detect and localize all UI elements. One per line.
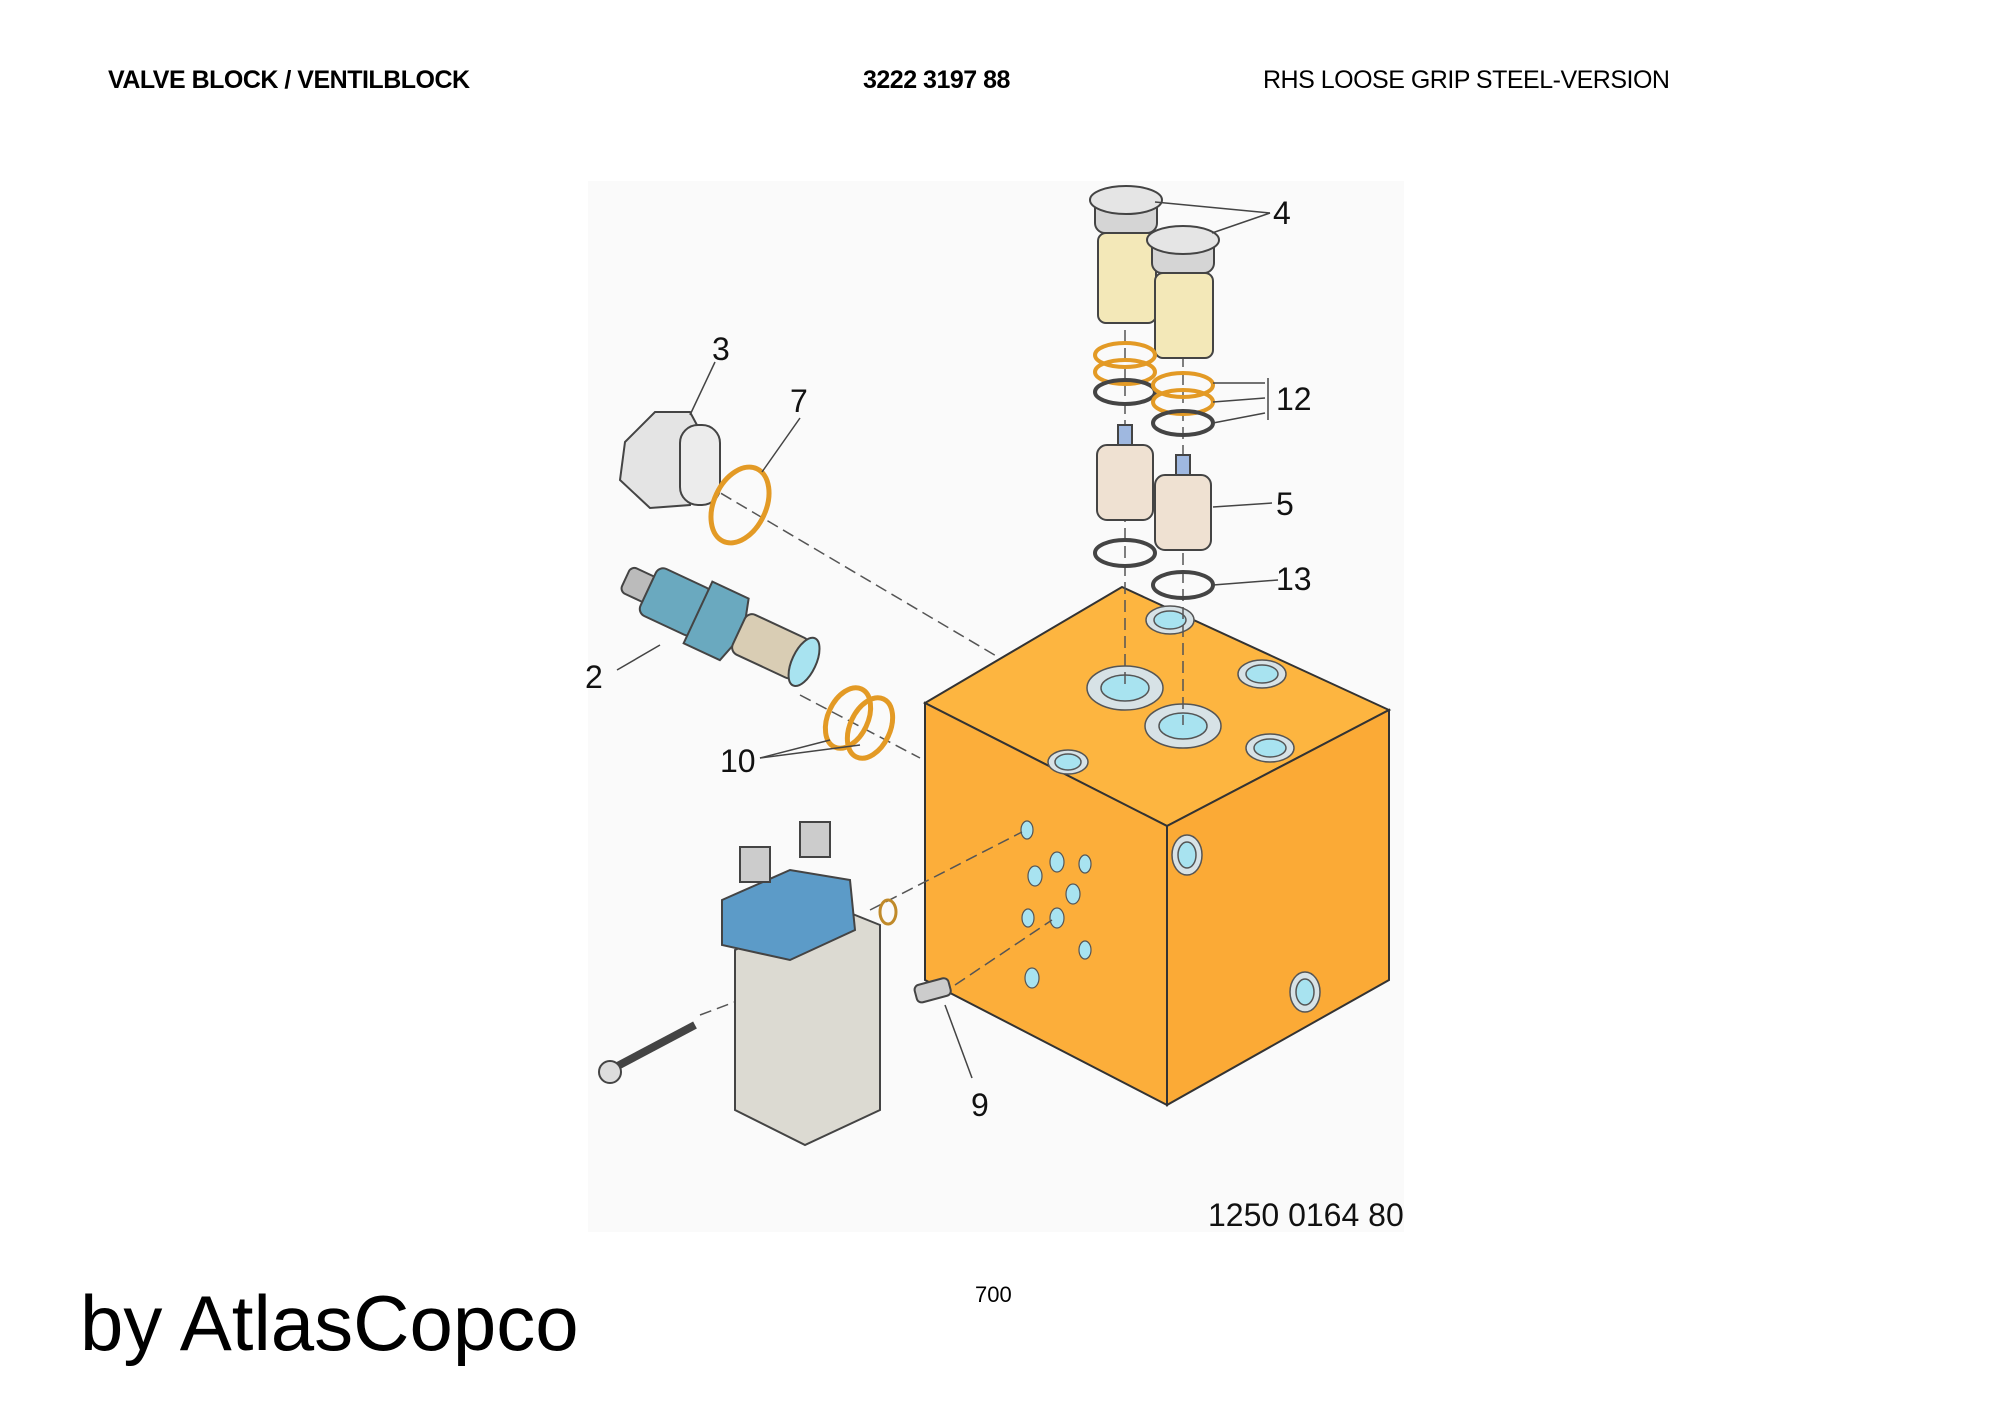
- callout-12: 12: [1276, 381, 1312, 417]
- valve-inserts-part-5: [1096, 424, 1212, 551]
- o-rings-part-12: [1093, 341, 1215, 437]
- o-rings-part-10: [822, 685, 896, 761]
- callouts: 4 12 5 13 3 7 2 10 9 1250 0164 80: [585, 195, 1404, 1233]
- callout-2: 2: [585, 659, 603, 695]
- document-title: VALVE BLOCK / VENTILBLOCK: [108, 66, 470, 94]
- plug-cartridges-part-4: [1089, 185, 1220, 359]
- o-ring-part-7: [708, 464, 772, 546]
- cartridge-valve-part-2: [620, 566, 821, 687]
- o-ring-small: [878, 898, 898, 926]
- callout-9: 9: [971, 1087, 989, 1123]
- valve-block: [922, 585, 1392, 1107]
- callout-4: 4: [1273, 195, 1291, 231]
- variant-label: RHS LOOSE GRIP STEEL-VERSION: [1263, 66, 1670, 94]
- drawing-number: 1250 0164 80: [1208, 1197, 1404, 1233]
- leader-lines: [616, 201, 1279, 1079]
- callout-3: 3: [712, 331, 730, 367]
- callout-10: 10: [720, 743, 756, 779]
- page-number: 700: [975, 1282, 1012, 1307]
- set-screw-part-9: [913, 977, 952, 1004]
- plug-part-3: [618, 411, 721, 510]
- callout-7: 7: [790, 383, 808, 419]
- socket-screw: [598, 1021, 697, 1084]
- solenoid-valve: [721, 821, 881, 1147]
- part-number: 3222 3197 88: [863, 66, 1010, 94]
- callout-5: 5: [1276, 486, 1294, 522]
- callout-13: 13: [1276, 561, 1312, 597]
- brand-watermark: by AtlasCopco: [80, 1279, 579, 1367]
